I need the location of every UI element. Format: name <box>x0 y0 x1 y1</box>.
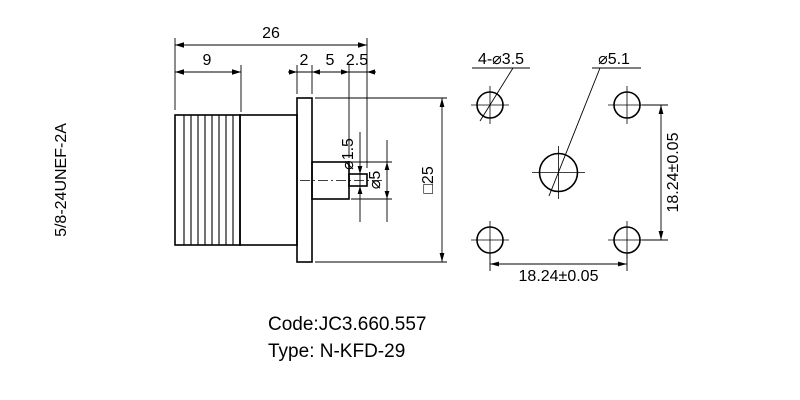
dim-step2-label: 2.5 <box>346 52 368 69</box>
mounting-flange <box>296 97 313 263</box>
dim-flange-thickness-label: 2 <box>300 52 309 69</box>
thread-section <box>174 114 241 246</box>
dim-thread-length-label: 9 <box>203 52 212 69</box>
dim-horizontal-label: 18.24±0.05 <box>519 268 599 285</box>
dim-vertical-label: 18.24±0.05 <box>665 132 682 212</box>
connector-side-view <box>174 97 382 263</box>
side-view-dimensions <box>174 38 447 263</box>
pin-diameter-label: ⌀1.5 <box>340 138 357 170</box>
dim-overall-label: 26 <box>262 25 280 42</box>
center-hole-label: ⌀5.1 <box>598 51 630 68</box>
center-hole-leader <box>548 67 641 197</box>
flange-square-label: □25 <box>420 166 437 194</box>
connector-body <box>239 114 298 246</box>
thread-spec-label: 5/8-24UNEF-2A <box>53 123 70 237</box>
front-view-dimensions <box>489 104 668 271</box>
dim-step1-label: 5 <box>326 52 335 69</box>
insulator-diameter-label: ⌀5 <box>367 171 384 190</box>
corner-holes-label: 4-⌀3.5 <box>478 51 524 68</box>
center-pin <box>348 173 368 187</box>
code-text: Code:JC3.660.557 <box>268 314 426 335</box>
corner-holes-leader <box>472 67 530 122</box>
thread-lines <box>183 115 234 245</box>
flange-front-view <box>471 67 646 259</box>
type-text: Type: N-KFD-29 <box>268 341 405 362</box>
